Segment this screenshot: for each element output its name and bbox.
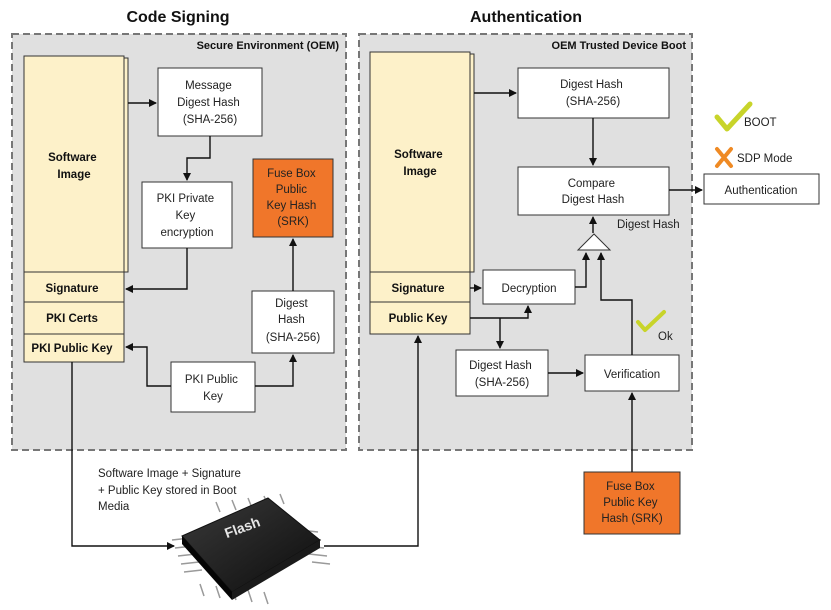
- arrow-pki-to-flash: [71, 362, 175, 550]
- decryption-label: Decryption: [502, 283, 557, 295]
- pki-public-key-box: [170, 361, 256, 413]
- compare-box: [517, 166, 670, 216]
- pki-public-key-box-label: PKI Public Key: [185, 374, 241, 403]
- arrow-public-to-digest: [255, 354, 297, 387]
- compare-digest-hash-label: Digest Hash: [617, 219, 680, 231]
- sdp-label: SDP Mode: [737, 153, 792, 165]
- arrow-verification-to-triangle: [597, 252, 633, 355]
- decryption-box: [482, 269, 576, 305]
- boot-label: BOOT: [744, 117, 777, 129]
- right-digest-hash-top-box: [517, 67, 670, 119]
- right-public-key-box: [369, 301, 471, 335]
- pki-private-key-label: PKI Private Key encryption: [157, 193, 218, 239]
- right-software-image-box: [369, 51, 471, 273]
- trusted-boot-label: OEM Trusted Device Boot: [552, 40, 687, 52]
- left-pki-public-key-box: [23, 333, 125, 363]
- secure-environment-label: Secure Environment (OEM): [197, 40, 340, 52]
- boot-check-icon: [714, 101, 753, 132]
- comparator-triangle: [576, 233, 612, 251]
- left-digest-hash-label: Digest Hash (SHA-256): [266, 298, 320, 344]
- flash-chip-icon: Flash: [171, 493, 331, 605]
- arrow-digest-to-private: [183, 136, 211, 181]
- left-fuse-box-label: Fuse Box Public Key Hash (SRK): [266, 168, 319, 228]
- right-signature-box: [369, 271, 471, 303]
- left-pki-public-key-label: PKI Public Key: [31, 343, 113, 355]
- authentication-box: [703, 173, 820, 205]
- sdp-cross-icon: [715, 147, 733, 168]
- right-digest-hash-bottom-box: [455, 349, 549, 397]
- right-digest-hash-bottom-label: Digest Hash (SHA-256): [469, 360, 535, 389]
- left-digest-hash-box: [251, 290, 335, 354]
- left-signature-label: Signature: [45, 283, 98, 295]
- flash-note: Software Image + Signature + Public Key …: [98, 468, 244, 513]
- left-software-image-label: Software Image: [48, 152, 100, 181]
- left-pki-certs-label: PKI Certs: [46, 313, 98, 325]
- code-signing-title: Code Signing: [126, 9, 229, 26]
- arrow-flash-to-publickey: [324, 335, 422, 547]
- right-signature-label: Signature: [391, 283, 444, 295]
- authentication-title: Authentication: [470, 9, 582, 26]
- arrow-decrypt-to-triangle: [575, 252, 590, 288]
- authentication-label: Authentication: [725, 185, 798, 197]
- ok-check-icon: [636, 310, 666, 332]
- message-digest-label: Message Digest Hash (SHA-256): [177, 80, 243, 126]
- right-software-image-label: Software Image: [394, 149, 446, 178]
- right-fuse-box-label: Fuse Box Public Key Hash (SRK): [601, 481, 663, 525]
- ok-label: Ok: [658, 331, 673, 343]
- left-fuse-box: [252, 158, 334, 238]
- right-public-key-label: Public Key: [389, 313, 448, 325]
- arrow-public-to-pki-key: [125, 343, 171, 387]
- left-software-image-box: [23, 55, 125, 273]
- verification-box: [584, 354, 680, 392]
- right-digest-hash-top-label: Digest Hash (SHA-256): [560, 79, 626, 108]
- left-signature-box: [23, 271, 125, 303]
- verification-label: Verification: [604, 369, 660, 381]
- compare-label: Compare Digest Hash: [562, 178, 625, 206]
- right-fuse-box: [583, 471, 681, 535]
- arrow-publickey-to-decrypt: [470, 305, 532, 319]
- arrow-private-to-signature: [125, 248, 188, 293]
